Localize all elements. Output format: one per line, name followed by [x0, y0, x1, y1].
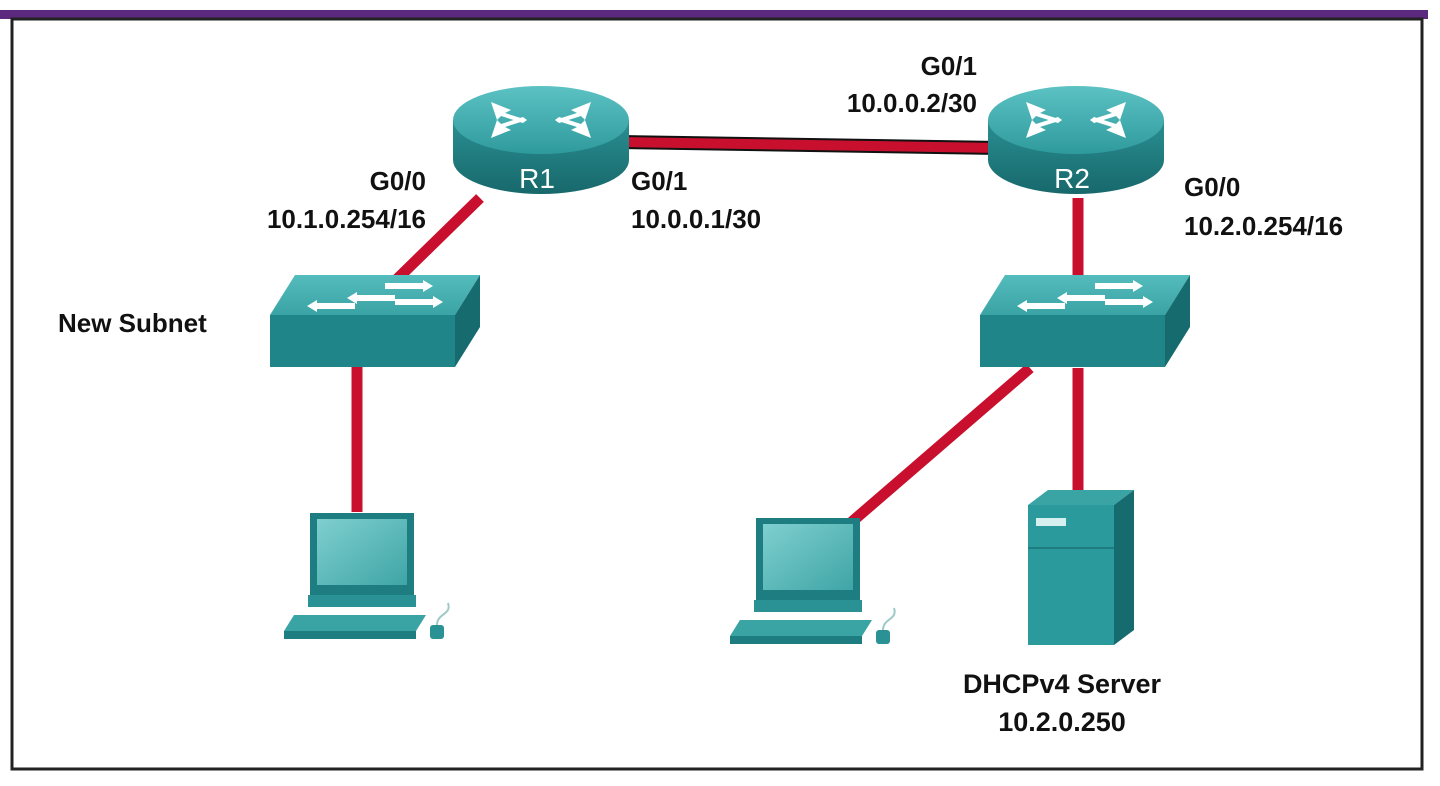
pc-right[interactable]	[729, 517, 896, 645]
r2-g0-0-ip: 10.2.0.254/16	[1184, 211, 1343, 241]
diagram-border	[10, 17, 1424, 771]
pc-icon	[729, 517, 896, 645]
server-icon	[1028, 490, 1134, 645]
router-r2[interactable]: R2	[988, 86, 1164, 194]
link-r1-switch	[389, 194, 484, 287]
r1-g0-1-ip: 10.0.0.1/30	[631, 204, 761, 234]
subnet-label: New Subnet	[58, 308, 207, 338]
network-links	[351, 136, 1084, 531]
link-outlines	[619, 135, 1001, 155]
router-r1-label: R1	[519, 163, 555, 194]
pc-icon	[283, 512, 450, 640]
server-ip: 10.2.0.250	[998, 707, 1126, 737]
interface-labels: G0/0 10.1.0.254/16 G0/1 10.0.0.1/30 G0/1…	[58, 51, 1343, 737]
switch-icon	[270, 275, 480, 367]
r2-g0-0-port: G0/0	[1184, 172, 1240, 202]
r1-g0-0-ip: 10.1.0.254/16	[267, 204, 426, 234]
switch-left[interactable]	[270, 275, 480, 367]
dhcp-server[interactable]	[1028, 490, 1134, 645]
link-switch-pc-right	[843, 363, 1034, 531]
switch-right[interactable]	[980, 275, 1190, 367]
switch-icon	[980, 275, 1190, 367]
r1-g0-1-port: G0/1	[631, 166, 687, 196]
r2-g0-1-port: G0/1	[921, 51, 977, 81]
router-r2-label: R2	[1054, 163, 1090, 194]
r2-g0-1-ip: 10.0.0.2/30	[847, 88, 977, 118]
router-r1[interactable]: R1	[453, 86, 629, 194]
link-r1-r2	[619, 136, 1001, 154]
r1-g0-0-port: G0/0	[370, 166, 426, 196]
server-name: DHCPv4 Server	[963, 669, 1162, 699]
pc-left[interactable]	[283, 512, 450, 640]
accent-bar	[0, 10, 1428, 19]
